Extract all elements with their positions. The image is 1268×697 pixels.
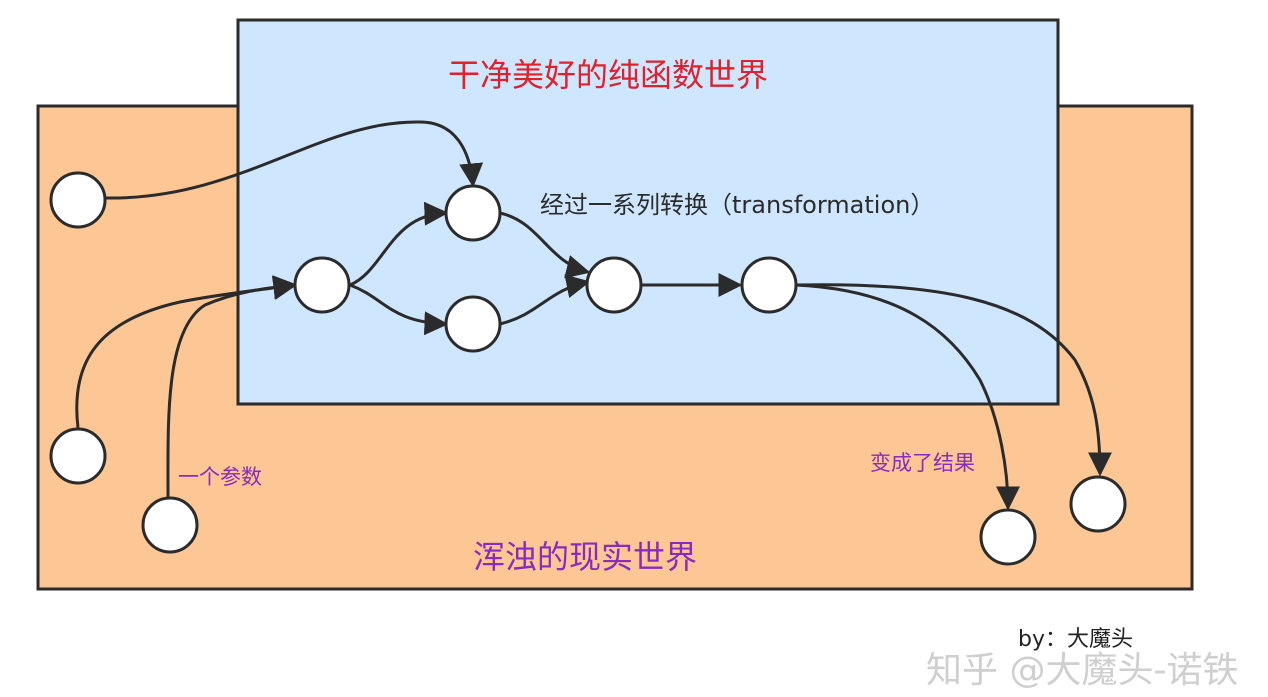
node-c [585,256,643,314]
edge-input-low-to-n1 [166,275,298,499]
edge-n1-to-b [349,283,449,336]
node-input-mid [49,427,107,485]
node-out-high [1069,475,1127,533]
edge-d-to-out-high [795,283,1112,477]
node-input-top [49,171,107,229]
became-result-label: 变成了结果 [870,451,975,475]
edge-n1-to-a [349,201,449,287]
edge-d-to-out-low [795,283,1020,511]
one-param-label: 一个参数 [178,465,262,489]
node-input-low [141,496,199,554]
edge-a-to-c [499,211,591,279]
edge-input-top-to-a [105,120,484,200]
node-d [740,256,798,314]
watermark: 知乎 @大魔头-诺铁 [926,650,1238,691]
node-b [444,295,502,353]
node-n1 [293,256,351,314]
real-world-title: 浑浊的现实世界 [473,538,697,576]
edge-b-to-c [499,274,591,326]
transformation-label: 经过一系列转换（transformation） [540,191,934,219]
node-out-low [979,508,1037,566]
credit-label: by：大魔头 [1018,627,1133,652]
pure-world-title: 干净美好的纯函数世界 [448,56,768,94]
node-a [444,184,502,242]
pure-world-box [236,18,1060,406]
